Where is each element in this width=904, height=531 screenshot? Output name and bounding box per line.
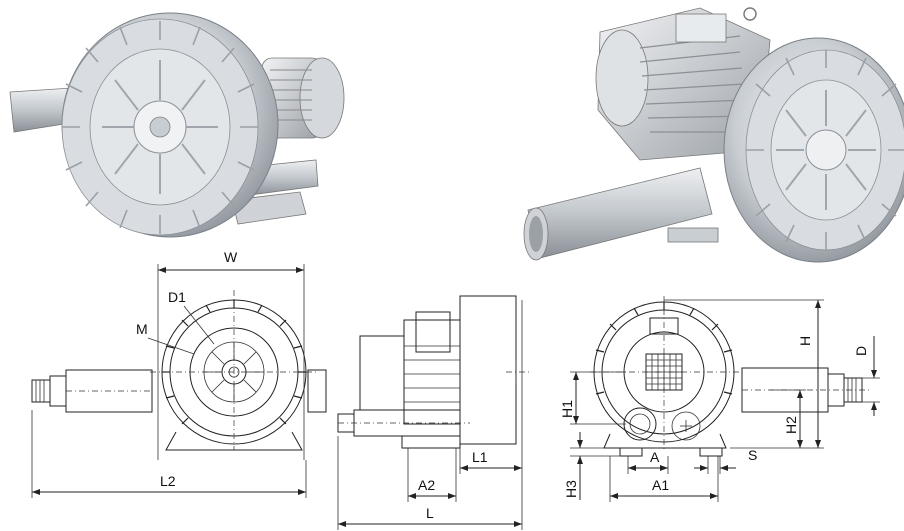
label-A: A [650,449,660,465]
label-L2: L2 [160,473,176,489]
label-M: M [136,321,148,337]
drawing-rear-view: H D H2 H1 H3 A [559,296,880,502]
label-L: L [426,505,434,521]
pipe-right [307,369,327,413]
label-H2: H2 [783,416,799,434]
label-A1: A1 [652,477,669,493]
label-A2: A2 [418,477,435,493]
drawing-front-view: W [31,249,327,498]
label-L1: L1 [472,449,488,465]
label-H3: H3 [563,480,579,498]
label-D1: D1 [168,289,186,305]
label-S: S [748,447,757,463]
label-H1: H1 [559,400,575,418]
blower-photo-rear [523,7,904,263]
pipe-left [31,369,153,413]
label-H: H [797,336,813,346]
label-W: W [224,249,238,265]
label-D: D [853,346,869,356]
drawing-side-view: L1 A2 L [337,295,530,530]
blower-photo-front [9,12,345,238]
